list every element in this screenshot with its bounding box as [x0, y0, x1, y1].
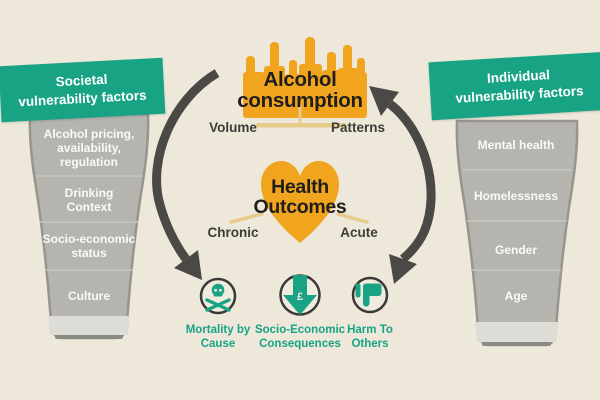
glass-item-alcohol-pricing: Alcohol pricing, availability, regulatio… — [43, 127, 135, 170]
cycle-arrow-right — [369, 86, 436, 284]
glass-foam-band — [475, 322, 558, 342]
harm-to-others-label: Harm To Others — [347, 324, 393, 350]
acute-label: Acute — [340, 225, 378, 240]
thumbs-down-icon — [351, 276, 389, 314]
pound-decline-icon: £ — [279, 274, 321, 316]
alcohol-consumption-title: Alcohol consumption — [237, 68, 363, 113]
mortality-by-cause-label: Mortality by Cause — [185, 324, 251, 350]
health-outcomes-title: Health Outcomes — [253, 176, 347, 219]
pint-glass-right — [455, 119, 579, 347]
glass-item-age: Age — [504, 289, 528, 303]
volume-patterns-connector — [256, 104, 346, 128]
glass-foam-band — [48, 316, 130, 335]
arrowhead-down — [174, 250, 202, 280]
individual-banner-label: Individual vulnerability factors — [455, 67, 584, 106]
individual-vulnerability-banner: Individual vulnerability factors — [428, 51, 600, 121]
glass-item-drinking-context: Drinking Context — [64, 186, 114, 215]
glass-item-mental-health: Mental health — [477, 138, 555, 152]
alcohol-bottles-icon — [243, 37, 367, 118]
heart-icon — [261, 161, 339, 243]
glass-item-socioeconomic-status: Socio-economic status — [42, 232, 136, 261]
pound-symbol: £ — [297, 291, 303, 303]
volume-label: Volume — [209, 120, 257, 135]
glass-item-homelessness: Homelessness — [473, 189, 559, 203]
glass-item-gender: Gender — [494, 243, 537, 257]
patterns-label: Patterns — [330, 120, 386, 135]
chronic-label: Chronic — [207, 225, 259, 240]
skull-crossbones-icon — [199, 277, 237, 315]
chronic-acute-connector — [229, 212, 369, 224]
pint-glass-left — [28, 112, 150, 340]
societal-banner-label: Societal vulnerability factors — [17, 72, 147, 110]
socio-economic-consequences-label: Socio-Economic Consequences — [254, 324, 346, 350]
arrowhead-down — [389, 254, 417, 284]
cycle-arrow-left — [152, 69, 220, 280]
glass-item-culture: Culture — [68, 289, 110, 303]
societal-vulnerability-banner: Societal vulnerability factors — [0, 57, 166, 123]
arrowhead-up — [369, 86, 399, 116]
